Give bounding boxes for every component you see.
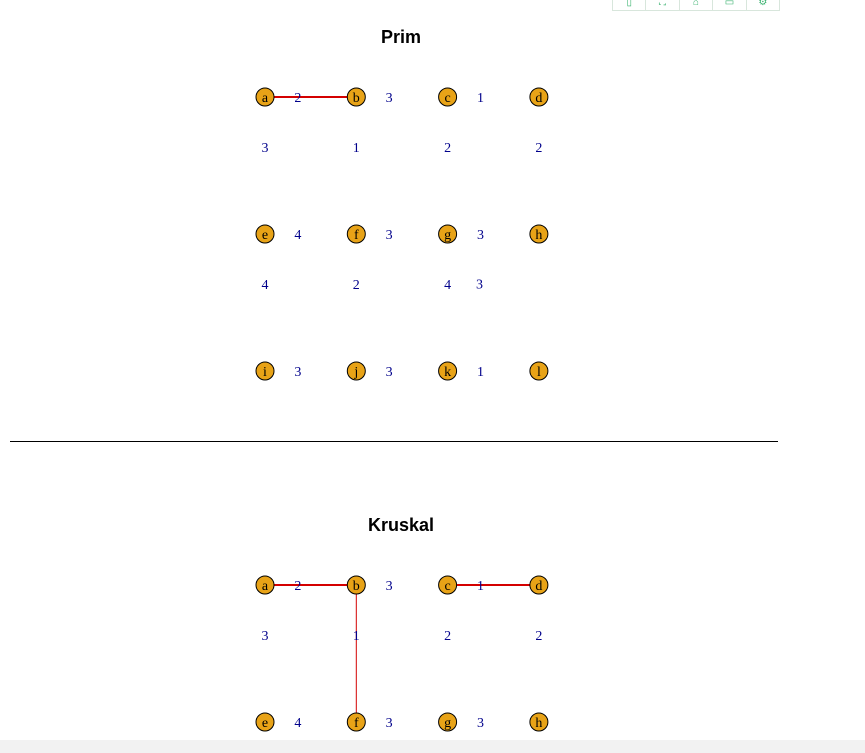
home-icon[interactable]: ⌂	[680, 0, 714, 10]
node-label: e	[262, 716, 268, 731]
kruskal-title: Kruskal	[367, 515, 435, 535]
node-circle	[438, 87, 458, 107]
graph-node-c: c	[438, 575, 458, 595]
edge-weight-label: 2	[535, 141, 542, 156]
node-label: a	[262, 91, 269, 106]
graph-node-d: d	[529, 87, 549, 107]
edge-weight-label: 3	[476, 277, 483, 292]
edge-weight-label: 1	[477, 91, 484, 106]
save-icon[interactable]: ▯	[613, 0, 647, 10]
node-label: j	[353, 365, 358, 380]
graph-node-a: a	[255, 87, 275, 107]
graph-node-b: b	[346, 87, 366, 107]
graph-node-c: c	[438, 87, 458, 107]
prim-title: Prim	[380, 27, 422, 47]
graph-node-e: e	[255, 224, 275, 244]
edge-weight-label: 3	[386, 228, 393, 243]
edge-weight-label: 4	[444, 278, 451, 293]
node-label: e	[262, 228, 268, 243]
node-label: i	[263, 365, 267, 380]
graph-node-j: j	[346, 361, 366, 381]
node-circle	[255, 575, 275, 595]
edge-weight-label: 3	[386, 579, 393, 594]
edge-weight-label: 3	[386, 365, 393, 380]
graph-node-g: g	[438, 712, 458, 732]
node-label: h	[535, 228, 542, 243]
node-label: k	[444, 365, 451, 380]
node-label: f	[354, 716, 359, 731]
node-circle	[255, 224, 275, 244]
node-circle	[438, 712, 458, 732]
edge-weight-label: 3	[262, 141, 269, 156]
expand-icon[interactable]: ⛶	[646, 0, 680, 10]
edge-weight-label: 2	[294, 579, 301, 594]
edge-weight-label: 4	[294, 228, 301, 243]
graph-node-e: e	[255, 712, 275, 732]
node-label: g	[444, 228, 451, 243]
node-circle	[346, 575, 366, 595]
graph-node-k: k	[438, 361, 458, 381]
node-label: l	[537, 365, 541, 380]
node-circle	[346, 361, 366, 381]
edge-weight-label: 3	[386, 716, 393, 731]
node-circle	[255, 87, 275, 107]
settings-icon[interactable]: ⚙	[758, 0, 768, 8]
node-label: c	[444, 579, 450, 594]
edge-weight-label: 2	[353, 278, 360, 293]
node-circle	[529, 87, 549, 107]
node-label: f	[354, 228, 359, 243]
graph-toolbar: ▯⛶⌂▭ ⚙	[612, 0, 780, 11]
graph-node-i: i	[255, 361, 275, 381]
node-label: g	[444, 716, 451, 731]
section-divider	[10, 441, 778, 442]
node-circle	[255, 712, 275, 732]
edge-weight-label: 2	[444, 141, 451, 156]
edge-weight-label: 3	[477, 716, 484, 731]
node-circle	[255, 361, 275, 381]
graph-node-l: l	[529, 361, 549, 381]
graph-node-h: h	[529, 712, 549, 732]
graph-node-a: a	[255, 575, 275, 595]
graph-node-g: g	[438, 224, 458, 244]
edge-weight-label: 1	[353, 629, 360, 644]
node-circle	[529, 575, 549, 595]
edge-weight-label: 2	[444, 629, 451, 644]
node-label: a	[262, 579, 269, 594]
graph-node-b: b	[346, 575, 366, 595]
prim-graph: 2 3 1 4 3 3 3 3 1 3 1 2 2 4 2 4 3 a b c d e f g h i j k l	[255, 87, 549, 381]
node-label: h	[535, 716, 542, 731]
horizontal-scrollbar[interactable]	[0, 740, 865, 753]
node-label: c	[444, 91, 450, 106]
node-circle	[438, 361, 458, 381]
kruskal-graph: 2 3 1 4 3 3 3 1 2 2 a b c d e f g h	[255, 575, 549, 732]
node-label: d	[535, 579, 542, 594]
node-circle	[529, 712, 549, 732]
node-circle	[346, 87, 366, 107]
node-circle	[346, 712, 366, 732]
graph-node-f: f	[346, 224, 366, 244]
node-circle	[529, 361, 549, 381]
edge-weight-label: 3	[294, 365, 301, 380]
edge-weight-label: 3	[262, 629, 269, 644]
edge-weight-label: 2	[294, 91, 301, 106]
edge-weight-label: 4	[262, 278, 269, 293]
graph-node-d: d	[529, 575, 549, 595]
node-label: d	[535, 91, 542, 106]
edge-weight-label: 1	[353, 141, 360, 156]
edge-weight-label: 3	[386, 91, 393, 106]
node-circle	[346, 224, 366, 244]
edge-weight-label: 1	[477, 579, 484, 594]
node-circle	[438, 224, 458, 244]
edge-weight-label: 4	[294, 716, 301, 731]
edge-weight-label: 2	[535, 629, 542, 644]
graph-node-f: f	[346, 712, 366, 732]
node-circle	[529, 224, 549, 244]
graph-node-h: h	[529, 224, 549, 244]
node-circle	[438, 575, 458, 595]
node-label: b	[353, 579, 360, 594]
edge-weight-label: 1	[477, 365, 484, 380]
node-label: b	[353, 91, 360, 106]
edge-weight-label: 3	[477, 228, 484, 243]
window-icon[interactable]: ▭	[713, 0, 747, 10]
